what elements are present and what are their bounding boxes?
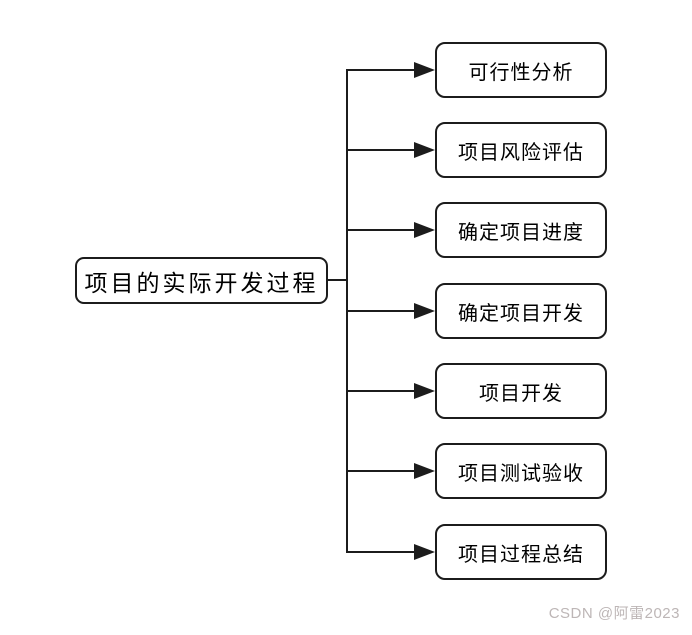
node-development: 项目开发 [435,363,607,419]
node-label: 项目风险评估 [458,139,584,164]
root-node-label: 项目的实际开发过程 [84,270,319,297]
branch-line-7 [347,551,417,553]
arrowhead-icon [414,62,435,78]
watermark-text: CSDN @阿雷2023 [548,605,680,622]
node-test-acceptance: 项目测试验收 [435,443,607,499]
node-label: 项目过程总结 [458,541,584,566]
branch-line-5 [347,390,417,392]
arrowhead-icon [414,544,435,560]
arrowhead-icon [414,222,435,238]
node-label: 确定项目开发 [458,300,584,325]
root-connector-line [327,279,347,281]
node-label: 项目测试验收 [458,460,584,485]
arrowhead-icon [414,142,435,158]
node-risk-assessment: 项目风险评估 [435,122,607,178]
node-determine-schedule: 确定项目进度 [435,202,607,258]
node-feasibility-analysis: 可行性分析 [435,42,607,98]
node-label: 项目开发 [479,380,563,405]
branch-line-1 [347,69,417,71]
arrowhead-icon [414,463,435,479]
node-label: 确定项目进度 [458,219,584,244]
branch-line-2 [347,149,417,151]
branch-line-3 [347,229,417,231]
node-determine-development: 确定项目开发 [435,283,607,339]
branch-line-4 [347,310,417,312]
node-label: 可行性分析 [468,59,574,84]
arrowhead-icon [414,383,435,399]
root-node: 项目的实际开发过程 [75,257,328,304]
branch-line-6 [347,470,417,472]
node-process-summary: 项目过程总结 [435,524,607,580]
arrowhead-icon [414,303,435,319]
